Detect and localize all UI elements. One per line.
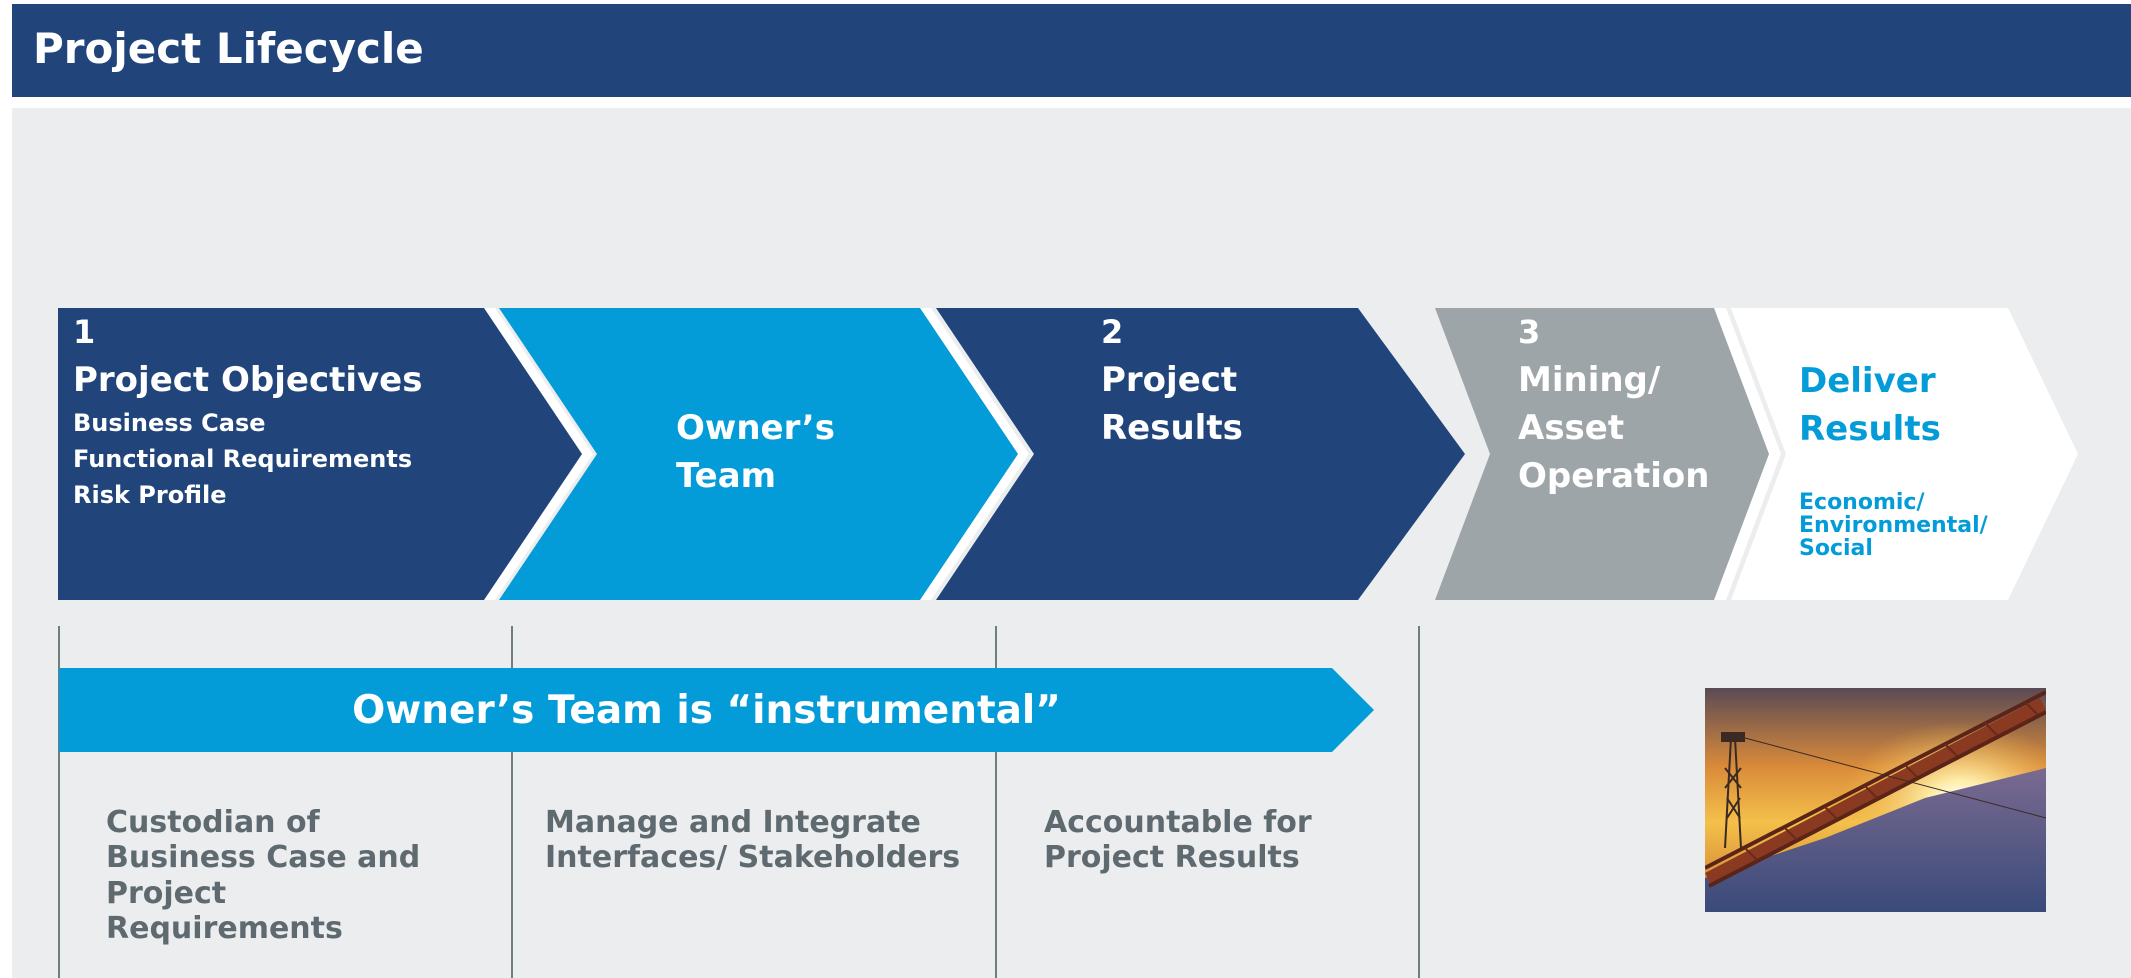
stage-2-title-line: Project — [1101, 360, 1238, 400]
stage-owners-team-chevron — [499, 308, 1018, 600]
stage-1-number: 1 — [73, 313, 96, 351]
stage-3-title-line: Mining/ — [1518, 360, 1661, 400]
stage-2-number: 2 — [1101, 313, 1124, 351]
stage-deliver-title-line: Results — [1799, 409, 1941, 449]
stage-1-title: Project Objectives — [73, 360, 423, 400]
stage-deliver-sub-line: Environmental/ — [1799, 513, 1988, 538]
stage-3-number: 3 — [1518, 313, 1541, 351]
stage-3-title-line: Operation — [1518, 456, 1710, 496]
stage-deliver-chevron — [1731, 308, 2078, 600]
role-accountable-line: Accountable for — [1044, 805, 1312, 840]
stage-deliver-sub-line: Economic/ — [1799, 490, 1925, 515]
stage-deliver-sub-line: Social — [1799, 536, 1873, 561]
role-custodian-line: Project — [106, 876, 227, 911]
stage-2-chevron — [936, 308, 1465, 600]
chevron-separator — [1714, 308, 1781, 600]
stage-3-chevron — [1435, 308, 1769, 600]
stage-owners-team-title-line: Team — [676, 456, 777, 496]
page-title: Project Lifecycle — [33, 24, 424, 73]
stage-2-title-line: Results — [1101, 408, 1243, 448]
title-bar: Project Lifecycle — [12, 4, 2131, 97]
stage-1-item: Business Case — [73, 409, 266, 437]
stage-1-item: Risk Profile — [73, 481, 227, 509]
conveyor-sunset-photo — [1705, 688, 2046, 912]
role-custodian-line: Custodian of — [106, 805, 320, 840]
stage-1-chevron — [58, 308, 582, 600]
role-custodian-line: Business Case and — [106, 840, 421, 875]
stage-deliver-title-line: Deliver — [1799, 361, 1936, 401]
stage-owners-team-title-line: Owner’s — [676, 408, 835, 448]
banner-text: Owner’s Team is “instrumental” — [352, 688, 1061, 733]
stage-1-item: Functional Requirements — [73, 445, 413, 473]
role-custodian-line: Requirements — [106, 911, 343, 946]
role-manage-line: Manage and Integrate — [545, 805, 921, 840]
role-accountable-line: Project Results — [1044, 840, 1300, 875]
owners-team-banner-arrow — [59, 668, 1374, 752]
role-manage-line: Interfaces/ Stakeholders — [545, 840, 961, 875]
stage-3-title-line: Asset — [1518, 408, 1625, 448]
